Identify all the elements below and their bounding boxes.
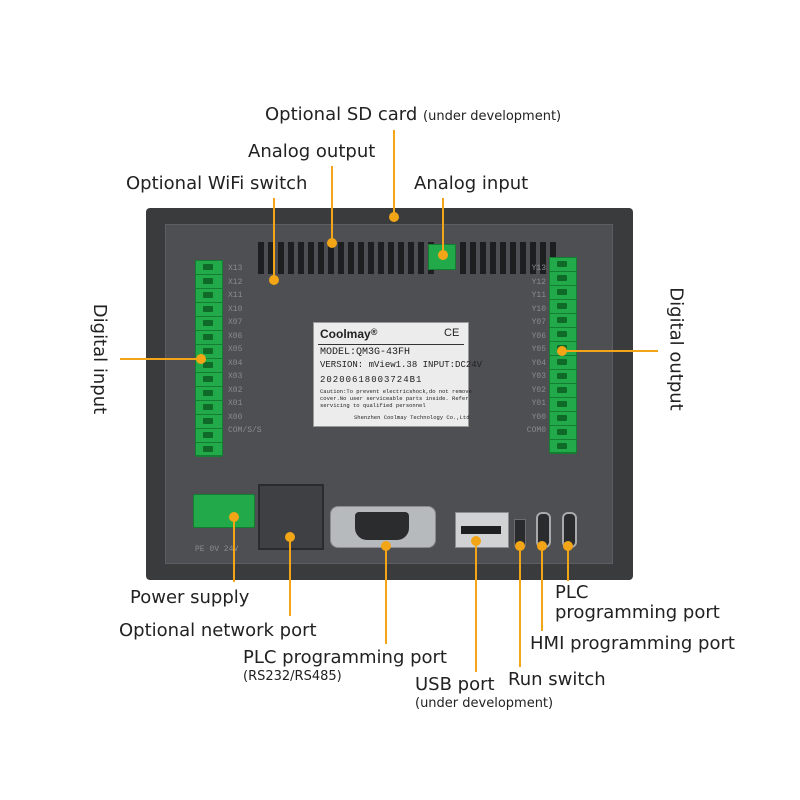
callout-line-power: [233, 516, 235, 582]
callout-line-network: [289, 536, 291, 616]
label-hmi-port: HMI programming port: [530, 633, 735, 654]
ce-mark: CE: [444, 327, 460, 339]
callout-dot-wifi: [269, 275, 279, 285]
plc-right-line1: PLC: [555, 582, 589, 603]
label-plc-port-right: PLC programming port: [555, 584, 720, 622]
vent-slots-left: [258, 242, 434, 274]
brand-mark: ®: [370, 327, 378, 337]
label-usb-port: USB port (under development): [415, 674, 554, 711]
label-sd-card: Optional SD card (under development): [265, 106, 561, 124]
label-analog-output: Analog output: [248, 141, 376, 162]
callout-dot-sd: [389, 212, 399, 222]
sd-card-text: Optional SD card: [265, 104, 418, 125]
label-plc-port: PLC programming port (RS232/RS485): [243, 647, 447, 684]
label-wifi-switch: Optional WiFi switch: [126, 173, 308, 194]
callout-line-analog-output: [331, 166, 333, 242]
input-rating: INPUT:DC24V: [422, 360, 483, 370]
callout-dot-run-switch: [515, 541, 525, 551]
plc-port-note: (RS232/RS485): [243, 669, 342, 684]
version-value: mView1.38: [368, 360, 418, 370]
callout-dot-network: [285, 532, 295, 542]
callout-line-run-switch: [519, 545, 521, 667]
callout-dot-digital-output: [557, 346, 567, 356]
callout-line-plc-right: [567, 545, 569, 581]
brand-name: Coolmay: [320, 327, 371, 341]
callout-dot-power: [229, 512, 239, 522]
callout-line-digital-output: [562, 350, 658, 352]
label-power-supply: Power supply: [130, 587, 250, 608]
callout-line-plc-db9: [385, 546, 387, 644]
caution-2: cover.No user serviceable parts inside. …: [320, 395, 469, 402]
digital-input-terminal[interactable]: [195, 260, 223, 457]
caution-1: Caution:To prevent electricshock,do not …: [320, 388, 472, 395]
label-analog-input: Analog input: [414, 173, 529, 194]
product-label: Coolmay® CE MODEL:QM3G-43FH VERSION: mVi…: [313, 322, 482, 427]
callout-line-sd: [393, 130, 395, 216]
label-run-switch: Run switch: [508, 669, 606, 690]
usb-port-note: (under development): [415, 696, 554, 711]
callout-dot-plc-right: [563, 541, 573, 551]
callout-dot-plc-db9: [381, 541, 391, 551]
serial-number: 20200618003724B1: [320, 375, 423, 385]
callout-dot-hmi: [537, 541, 547, 551]
caution-3: servicing to qualified personnel: [320, 402, 426, 409]
power-pin-label: PE 0V 24V: [195, 545, 239, 554]
label-digital-output: Digital output: [665, 287, 687, 411]
callout-line-wifi: [273, 198, 275, 278]
sd-card-note: (under development): [423, 109, 562, 124]
plc-right-line2: programming port: [555, 602, 720, 623]
vent-slots-right: [460, 242, 556, 274]
callout-dot-usb: [471, 536, 481, 546]
model-text: MODEL:QM3G-43FH: [320, 347, 411, 358]
callout-line-hmi: [541, 545, 543, 631]
plc-port-text: PLC programming port: [243, 647, 447, 668]
callout-dot-digital-input: [196, 354, 206, 364]
power-supply-terminal[interactable]: [193, 494, 255, 528]
callout-line-digital-input: [120, 358, 202, 360]
callout-dot-analog-input: [438, 250, 448, 260]
version-label: VERSION:: [320, 360, 364, 370]
maker-name: Shenzhen Coolmay Technology Co.,Ltd: [354, 414, 470, 421]
callout-dot-analog-output: [327, 238, 337, 248]
callout-line-analog-input: [442, 198, 444, 252]
usb-port-tongue: [461, 526, 501, 534]
label-network-port: Optional network port: [119, 620, 317, 641]
usb-port-text: USB port: [415, 674, 495, 695]
callout-line-usb: [475, 540, 477, 672]
label-digital-input: Digital input: [89, 303, 111, 415]
serial-db9-socket: [355, 512, 409, 540]
